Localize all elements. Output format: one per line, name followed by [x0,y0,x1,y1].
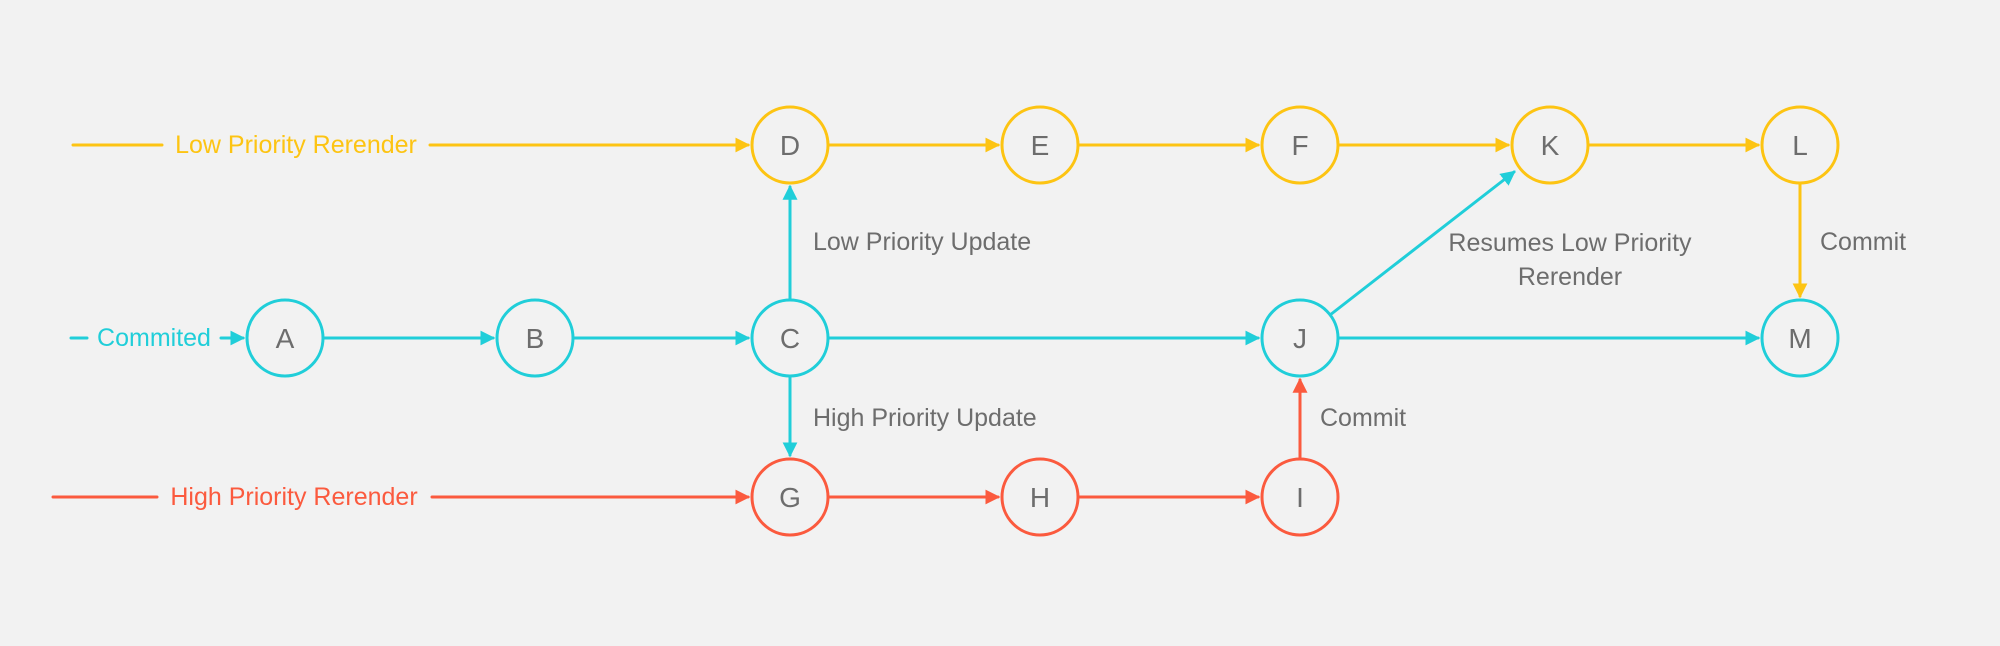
node-letter-D: D [780,130,800,161]
node-letter-A: A [276,323,295,354]
node-letter-G: G [779,482,801,513]
node-E: E [1000,105,1080,185]
node-circle-H [1000,457,1080,537]
node-circle-A [245,298,325,378]
node-M: M [1760,298,1840,378]
node-letter-B: B [526,323,545,354]
node-letter-M: M [1788,323,1811,354]
edge-j-to-k-resume [1328,170,1516,317]
node-letter-H: H [1030,482,1050,513]
node-letter-E: E [1031,130,1050,161]
node-K: K [1510,105,1590,185]
node-circle-I [1260,457,1340,537]
node-G: G [750,457,830,537]
node-circle-F [1260,105,1340,185]
node-circle-C [750,298,830,378]
node-circle-G [750,457,830,537]
node-circle-M [1760,298,1840,378]
node-letter-K: K [1541,130,1560,161]
node-circle-D [750,105,830,185]
node-F: F [1260,105,1340,185]
node-circle-B [495,298,575,378]
node-circle-K [1510,105,1590,185]
node-L: L [1760,105,1840,185]
node-circle-J [1260,298,1340,378]
node-C: C [750,298,830,378]
node-circle-E [1000,105,1080,185]
node-I: I [1260,457,1340,537]
node-H: H [1000,457,1080,537]
node-B: B [495,298,575,378]
node-J: J [1260,298,1340,378]
node-A: A [245,298,325,378]
node-D: D [750,105,830,185]
node-letter-L: L [1792,130,1808,161]
node-circle-L [1760,105,1840,185]
node-letter-F: F [1291,130,1308,161]
node-letter-J: J [1293,323,1307,354]
node-letter-I: I [1296,482,1304,513]
node-letter-C: C [780,323,800,354]
